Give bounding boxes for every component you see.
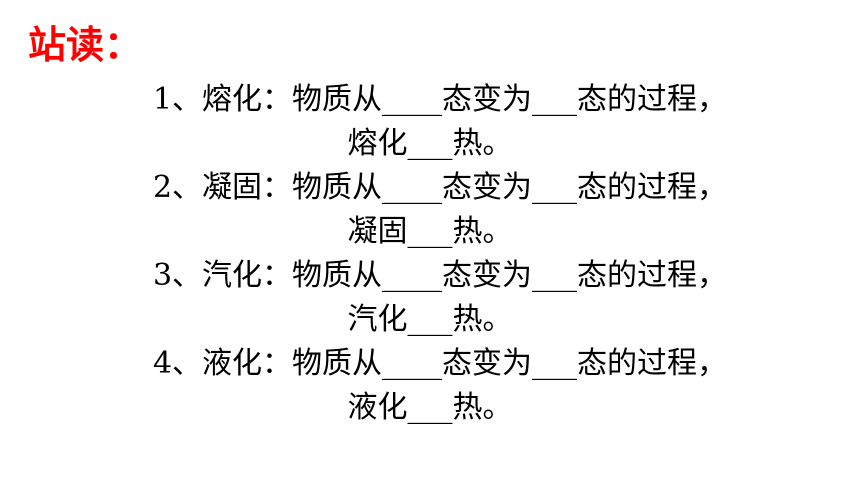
question-3-line-2: 汽化___热。 <box>347 302 513 337</box>
slide-heading: 站读： <box>28 23 143 67</box>
question-1-line-2: 熔化___热。 <box>347 126 513 161</box>
question-4-line-2: 液化___热。 <box>347 390 513 425</box>
question-list: 1、熔化：物质从____态变为___态的过程， 熔化___热。 2、凝固：物质从… <box>0 78 860 430</box>
question-2-line-2: 凝固___热。 <box>347 214 513 249</box>
question-3-line-1: 3、汽化：物质从____态变为___态的过程， <box>152 258 728 293</box>
question-2-line-1: 2、凝固：物质从____态变为___态的过程， <box>152 170 728 205</box>
question-4-line-1: 4、液化：物质从____态变为___态的过程， <box>152 346 728 381</box>
question-1-line-1: 1、熔化：物质从____态变为___态的过程， <box>152 82 728 117</box>
